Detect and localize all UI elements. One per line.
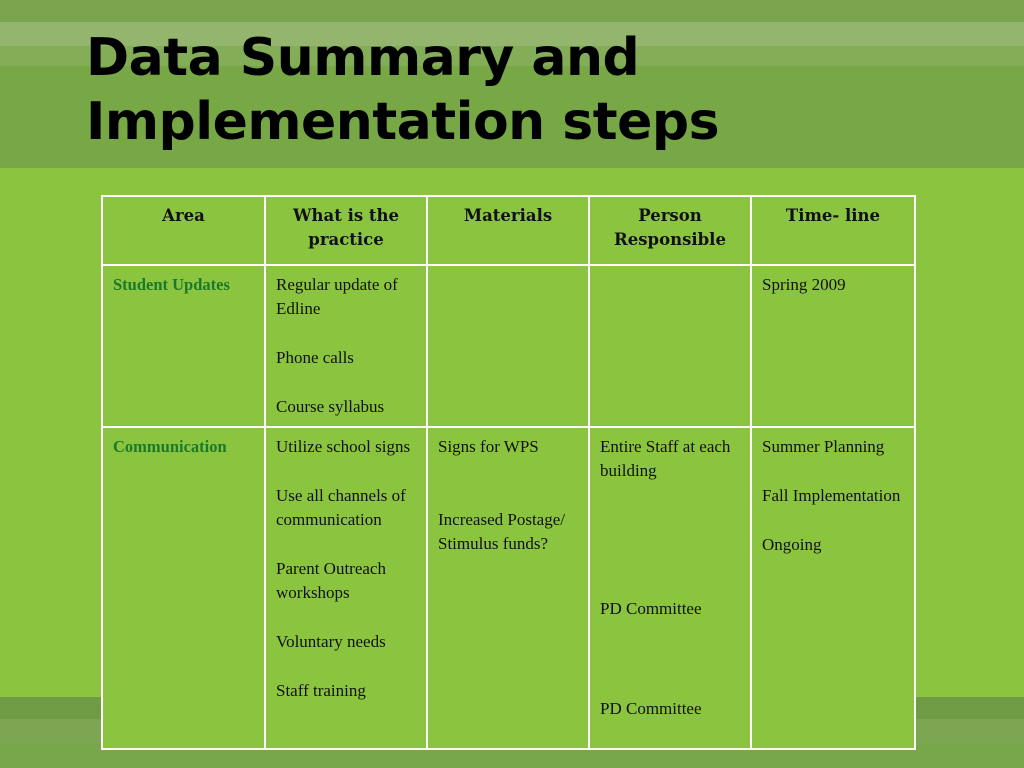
title-line-1: Data Summary and [86,28,640,88]
materials-cell [426,264,590,428]
area-cell: Student Updates [101,264,266,428]
person-item: PD Committee [600,599,702,618]
practice-item: Phone calls [276,348,354,367]
practice-item: Use all channels of communication [276,486,406,529]
table-row: Communication Utilize school signs Use a… [101,426,916,750]
header-materials: Materials [426,195,590,266]
area-cell: Communication [101,426,266,750]
practice-item: Course syllabus [276,397,385,416]
person-item: Entire Staff at each building [600,437,731,480]
materials-item: Increased Postage/ Stimulus funds? [438,510,565,553]
timeline-cell: Spring 2009 [750,264,916,428]
practice-item: Regular update of Edline [276,275,398,318]
table-header-row: Area What is the practice Materials Pers… [101,195,916,266]
materials-item: Signs for WPS [438,437,539,456]
slide-title: Data Summary and Implementation steps [86,26,986,154]
decor-stripe [0,0,1024,22]
decor-stripe [0,22,1024,46]
person-item: PD Committee [600,699,702,718]
timeline-item: Fall Implementation [762,486,901,505]
practice-cell: Utilize school signs Use all channels of… [264,426,428,750]
practice-item: Parent Outreach workshops [276,559,386,602]
practice-item: Utilize school signs [276,437,411,456]
title-line-2: Implementation steps [86,92,720,152]
timeline-item: Ongoing [762,535,822,554]
person-cell: Entire Staff at each building PD Committ… [588,426,752,750]
header-practice: What is the practice [264,195,428,266]
header-timeline: Time- line [750,195,916,266]
materials-cell: Signs for WPS Increased Postage/ Stimulu… [426,426,590,750]
timeline-cell: Summer Planning Fall Implementation Ongo… [750,426,916,750]
practice-item: Voluntary needs [276,632,386,651]
decor-stripe [0,46,1024,66]
timeline-item: Spring 2009 [762,275,846,294]
practice-item: Staff training [276,681,366,700]
implementation-table: Area What is the practice Materials Pers… [101,195,916,750]
header-person: Person Responsible [588,195,752,266]
timeline-item: Summer Planning [762,437,885,456]
person-cell [588,264,752,428]
table-row: Student Updates Regular update of Edline… [101,264,916,428]
practice-cell: Regular update of Edline Phone calls Cou… [264,264,428,428]
header-area: Area [101,195,266,266]
